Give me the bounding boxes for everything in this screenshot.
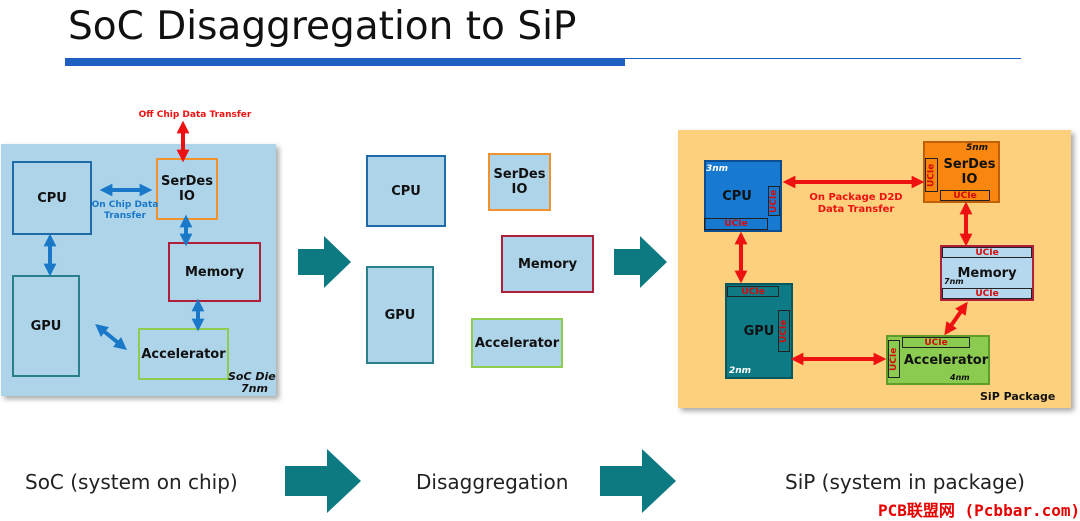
- disagg-accelerator-label: Accelerator: [474, 335, 560, 351]
- soc-die-node: 7nm: [241, 382, 268, 395]
- sip-memory-label: Memory: [957, 265, 1017, 281]
- sip-gpu-node: 2nm: [729, 366, 752, 376]
- page-title: SoC Disaggregation to SiP: [68, 4, 577, 49]
- title-underline-thick: [65, 58, 625, 66]
- sip-d2d-label: On Package D2D Data Transfer: [809, 192, 903, 215]
- teal-arrow-bottom-2: [600, 449, 676, 513]
- teal-arrow-2: [614, 236, 667, 288]
- sip-memory-accelerator-arrow: [944, 301, 968, 336]
- caption-sip: SiP (system in package): [785, 470, 1025, 494]
- sip-memory-node: 7nm: [944, 277, 964, 286]
- sip-accelerator-node: 4nm: [950, 373, 970, 382]
- soc-cpu-label: CPU: [37, 190, 67, 206]
- soc-accelerator-block: Accelerator: [138, 328, 229, 380]
- sip-memory-ucie-top: UCIe: [942, 247, 1032, 258]
- caption-disagg: Disaggregation: [416, 470, 569, 494]
- disagg-memory-block: Memory: [501, 235, 594, 293]
- sip-memory-ucie-bottom: UCIe: [942, 288, 1032, 299]
- soc-memory-block: Memory: [168, 242, 261, 302]
- disagg-cpu-label: CPU: [391, 183, 421, 199]
- sip-serdes-block: SerDes IO: [923, 141, 1000, 203]
- sip-cpu-ucie-bottom: UCIe: [704, 218, 768, 230]
- soc-serdes-label: SerDes IO: [161, 174, 213, 204]
- teal-arrow-1: [298, 236, 351, 288]
- soc-off-chip-label: Off Chip Data Transfer: [138, 110, 252, 120]
- soc-gpu-block: GPU: [12, 275, 80, 377]
- soc-on-chip-label: On Chip Data Transfer: [91, 200, 159, 221]
- sip-gpu-block: GPU: [725, 283, 793, 379]
- sip-cpu-label: CPU: [722, 188, 752, 204]
- disagg-serdes-block: SerDes IO: [488, 153, 551, 211]
- sip-accelerator-ucie-top: UCIe: [902, 337, 970, 348]
- sip-serdes-node: 5nm: [966, 143, 989, 153]
- sip-package-label: SiP Package: [980, 390, 1056, 403]
- sip-serdes-ucie-bottom: UCIe: [940, 190, 990, 201]
- soc-gpu-accelerator-arrow: [95, 323, 127, 351]
- sip-accelerator-block: Accelerator: [886, 335, 990, 385]
- soc-die-label: SoC Die: [228, 370, 276, 383]
- sip-accelerator-label: Accelerator: [903, 352, 989, 368]
- sip-gpu-ucie-top: UCIe: [727, 286, 779, 297]
- soc-accelerator-label: Accelerator: [141, 346, 226, 362]
- teal-arrow-bottom-1: [285, 449, 361, 513]
- disagg-gpu-block: GPU: [366, 266, 434, 364]
- disagg-accelerator-block: Accelerator: [471, 318, 563, 368]
- soc-memory-label: Memory: [184, 264, 245, 280]
- disagg-gpu-label: GPU: [384, 307, 416, 323]
- sip-cpu-node: 3nm: [706, 164, 729, 174]
- disagg-cpu-block: CPU: [366, 155, 446, 227]
- caption-soc: SoC (system on chip): [25, 470, 238, 494]
- sip-cpu-block: CPU: [704, 160, 782, 232]
- disagg-memory-label: Memory: [517, 256, 578, 272]
- sip-serdes-label: SerDes IO: [943, 157, 996, 187]
- sip-memory-block: Memory: [940, 245, 1034, 301]
- title-underline-thin: [625, 58, 1021, 59]
- disagg-serdes-label: SerDes IO: [493, 167, 546, 197]
- soc-gpu-label: GPU: [30, 318, 62, 334]
- sip-gpu-label: GPU: [743, 323, 775, 339]
- watermark: PCB联盟网 (Pcbbar.com): [878, 501, 1080, 520]
